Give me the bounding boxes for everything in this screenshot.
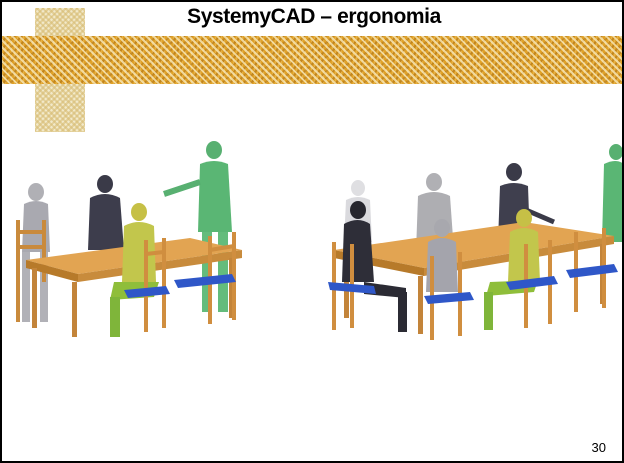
page-number: 30: [591, 440, 606, 455]
meeting-scene-left: [16, 141, 242, 337]
meeting-scene-right: [328, 144, 622, 340]
chair-right-2: [424, 252, 474, 340]
chair-left-3: [174, 232, 236, 324]
chair-right-4: [566, 228, 618, 312]
chair-right-1: [328, 242, 376, 330]
mannequin-dark: [88, 175, 124, 250]
chair-right-3: [506, 240, 558, 328]
decorative-header-band: [2, 36, 622, 84]
table-right: [334, 222, 614, 334]
slide-title: SystemyCAD – ergonomia: [187, 5, 441, 28]
mannequin-green-right: [602, 144, 622, 242]
mannequin-green: [163, 141, 232, 312]
chair-left-2: [124, 238, 170, 332]
